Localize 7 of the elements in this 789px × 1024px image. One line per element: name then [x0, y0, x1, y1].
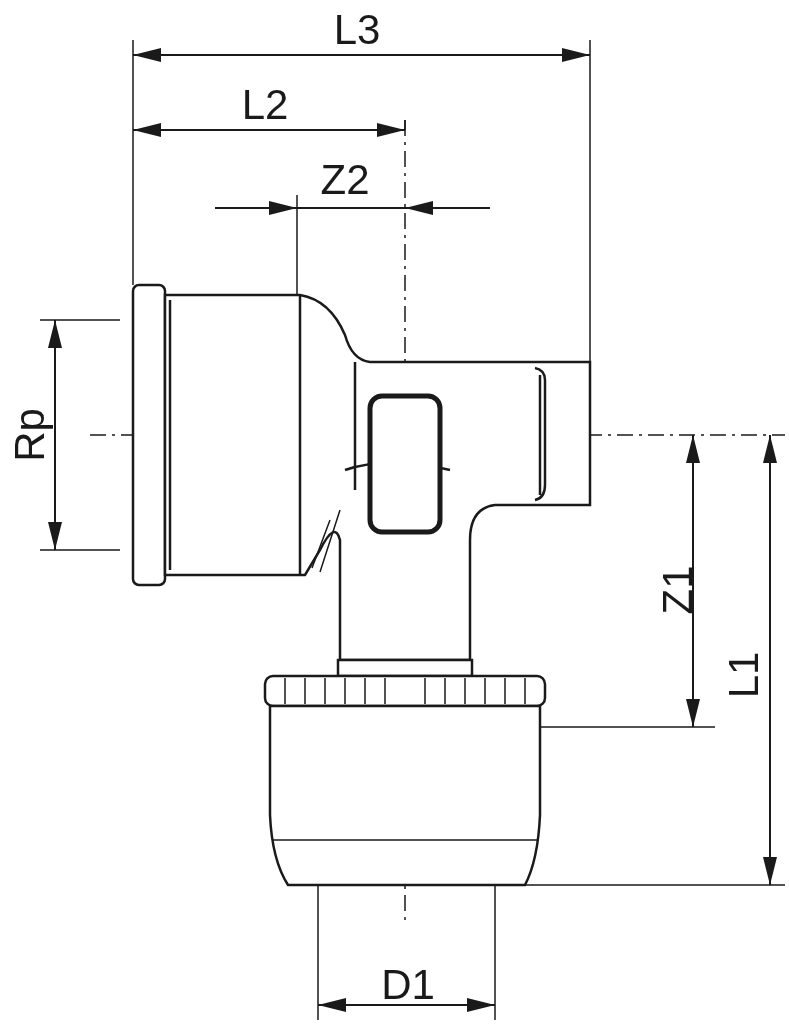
dimension-label: L2 [241, 84, 289, 126]
dimension-label: Z1 [657, 565, 699, 615]
dimension-label: Rp [9, 408, 51, 462]
dimension-label: L1 [723, 651, 765, 699]
dimension-label: D1 [381, 964, 435, 1006]
dimension-label: Z2 [320, 159, 370, 201]
dimension-label: L3 [333, 9, 381, 51]
